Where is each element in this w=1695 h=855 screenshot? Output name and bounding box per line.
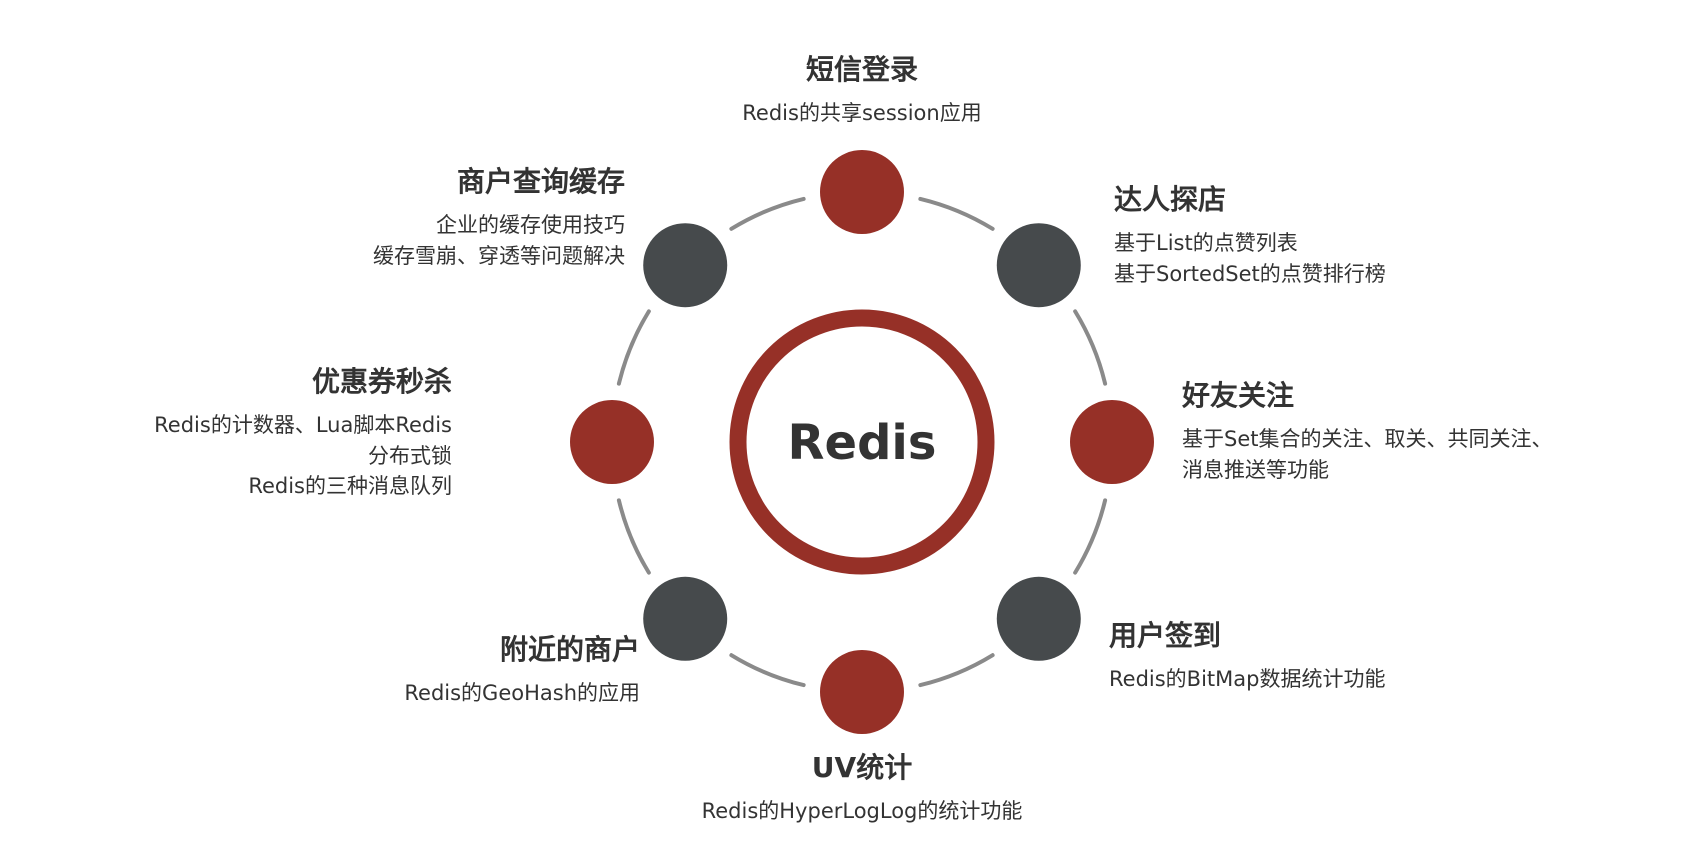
node-tanke	[996, 223, 1081, 308]
feature-desc-line: 基于Set集合的关注、取关、共同关注、	[1182, 427, 1553, 452]
ring-arc	[616, 498, 651, 575]
feature-desc-line: Redis的三种消息队列	[248, 474, 452, 499]
feature-friend-follow: 好友关注 基于Set集合的关注、取关、共同关注、 消息推送等功能	[1182, 378, 1552, 485]
node-shop-cache	[643, 223, 728, 308]
feature-desc-line: Redis的GeoHash的应用	[404, 681, 640, 706]
feature-desc-line: 基于SortedSet的点赞排行榜	[1114, 261, 1386, 286]
feature-nearby: 附近的商户 Redis的GeoHash的应用	[404, 632, 640, 709]
feature-title: UV统计	[811, 751, 913, 784]
ring-arc	[1073, 498, 1108, 575]
feature-seckill: 优惠券秒杀 Redis的计数器、Lua脚本Redis 分布式锁 Redis的三种…	[154, 364, 452, 502]
node-seckill	[570, 400, 654, 484]
feature-desc-line: Redis的共享session应用	[742, 101, 982, 126]
feature-sms-login: 短信登录 Redis的共享session应用	[712, 52, 1012, 129]
feature-shop-cache: 商户查询缓存 企业的缓存使用技巧 缓存雪崩、穿透等问题解决	[373, 164, 625, 271]
feature-desc-line: Redis的计数器、Lua脚本Redis	[154, 413, 452, 438]
feature-desc-line: 基于List的点赞列表	[1114, 231, 1298, 256]
feature-desc-line: 缓存雪崩、穿透等问题解决	[373, 243, 625, 268]
feature-desc-line: Redis的HyperLogLog的统计功能	[701, 799, 1023, 824]
feature-title: 优惠券秒杀	[311, 365, 452, 398]
feature-title: 短信登录	[805, 53, 918, 86]
feature-title: 商户查询缓存	[456, 165, 625, 198]
feature-desc-line: Redis的BitMap数据统计功能	[1109, 667, 1386, 692]
feature-desc-line: 分布式锁	[368, 443, 452, 468]
feature-title: 用户签到	[1109, 619, 1222, 652]
ring-arcs	[616, 196, 1108, 688]
center-ring	[729, 309, 995, 575]
node-sms-login	[820, 150, 904, 234]
node-sign-in	[996, 576, 1081, 661]
feature-title: 好友关注	[1182, 379, 1295, 412]
ring-arc	[918, 196, 995, 231]
node-friend-follow	[1070, 400, 1154, 484]
feature-desc-line: 企业的缓存使用技巧	[436, 213, 625, 238]
ring-arc	[1073, 309, 1108, 386]
node-uv-stats	[820, 650, 904, 734]
feature-desc-line: 消息推送等功能	[1182, 457, 1329, 482]
feature-tanke: 达人探店 基于List的点赞列表 基于SortedSet的点赞排行榜	[1114, 182, 1386, 289]
feature-uv-stats: UV统计 Redis的HyperLogLog的统计功能	[687, 750, 1037, 827]
feature-sign-in: 用户签到 Redis的BitMap数据统计功能	[1109, 618, 1385, 695]
ring-arc	[729, 653, 806, 688]
feature-nodes	[570, 150, 1154, 734]
ring-arc	[918, 653, 995, 688]
node-nearby	[643, 576, 728, 661]
ring-arc	[729, 196, 806, 231]
feature-title: 附近的商户	[499, 633, 640, 666]
feature-title: 达人探店	[1114, 183, 1227, 216]
ring-arc	[616, 309, 651, 386]
center-label: Redis	[788, 415, 937, 471]
